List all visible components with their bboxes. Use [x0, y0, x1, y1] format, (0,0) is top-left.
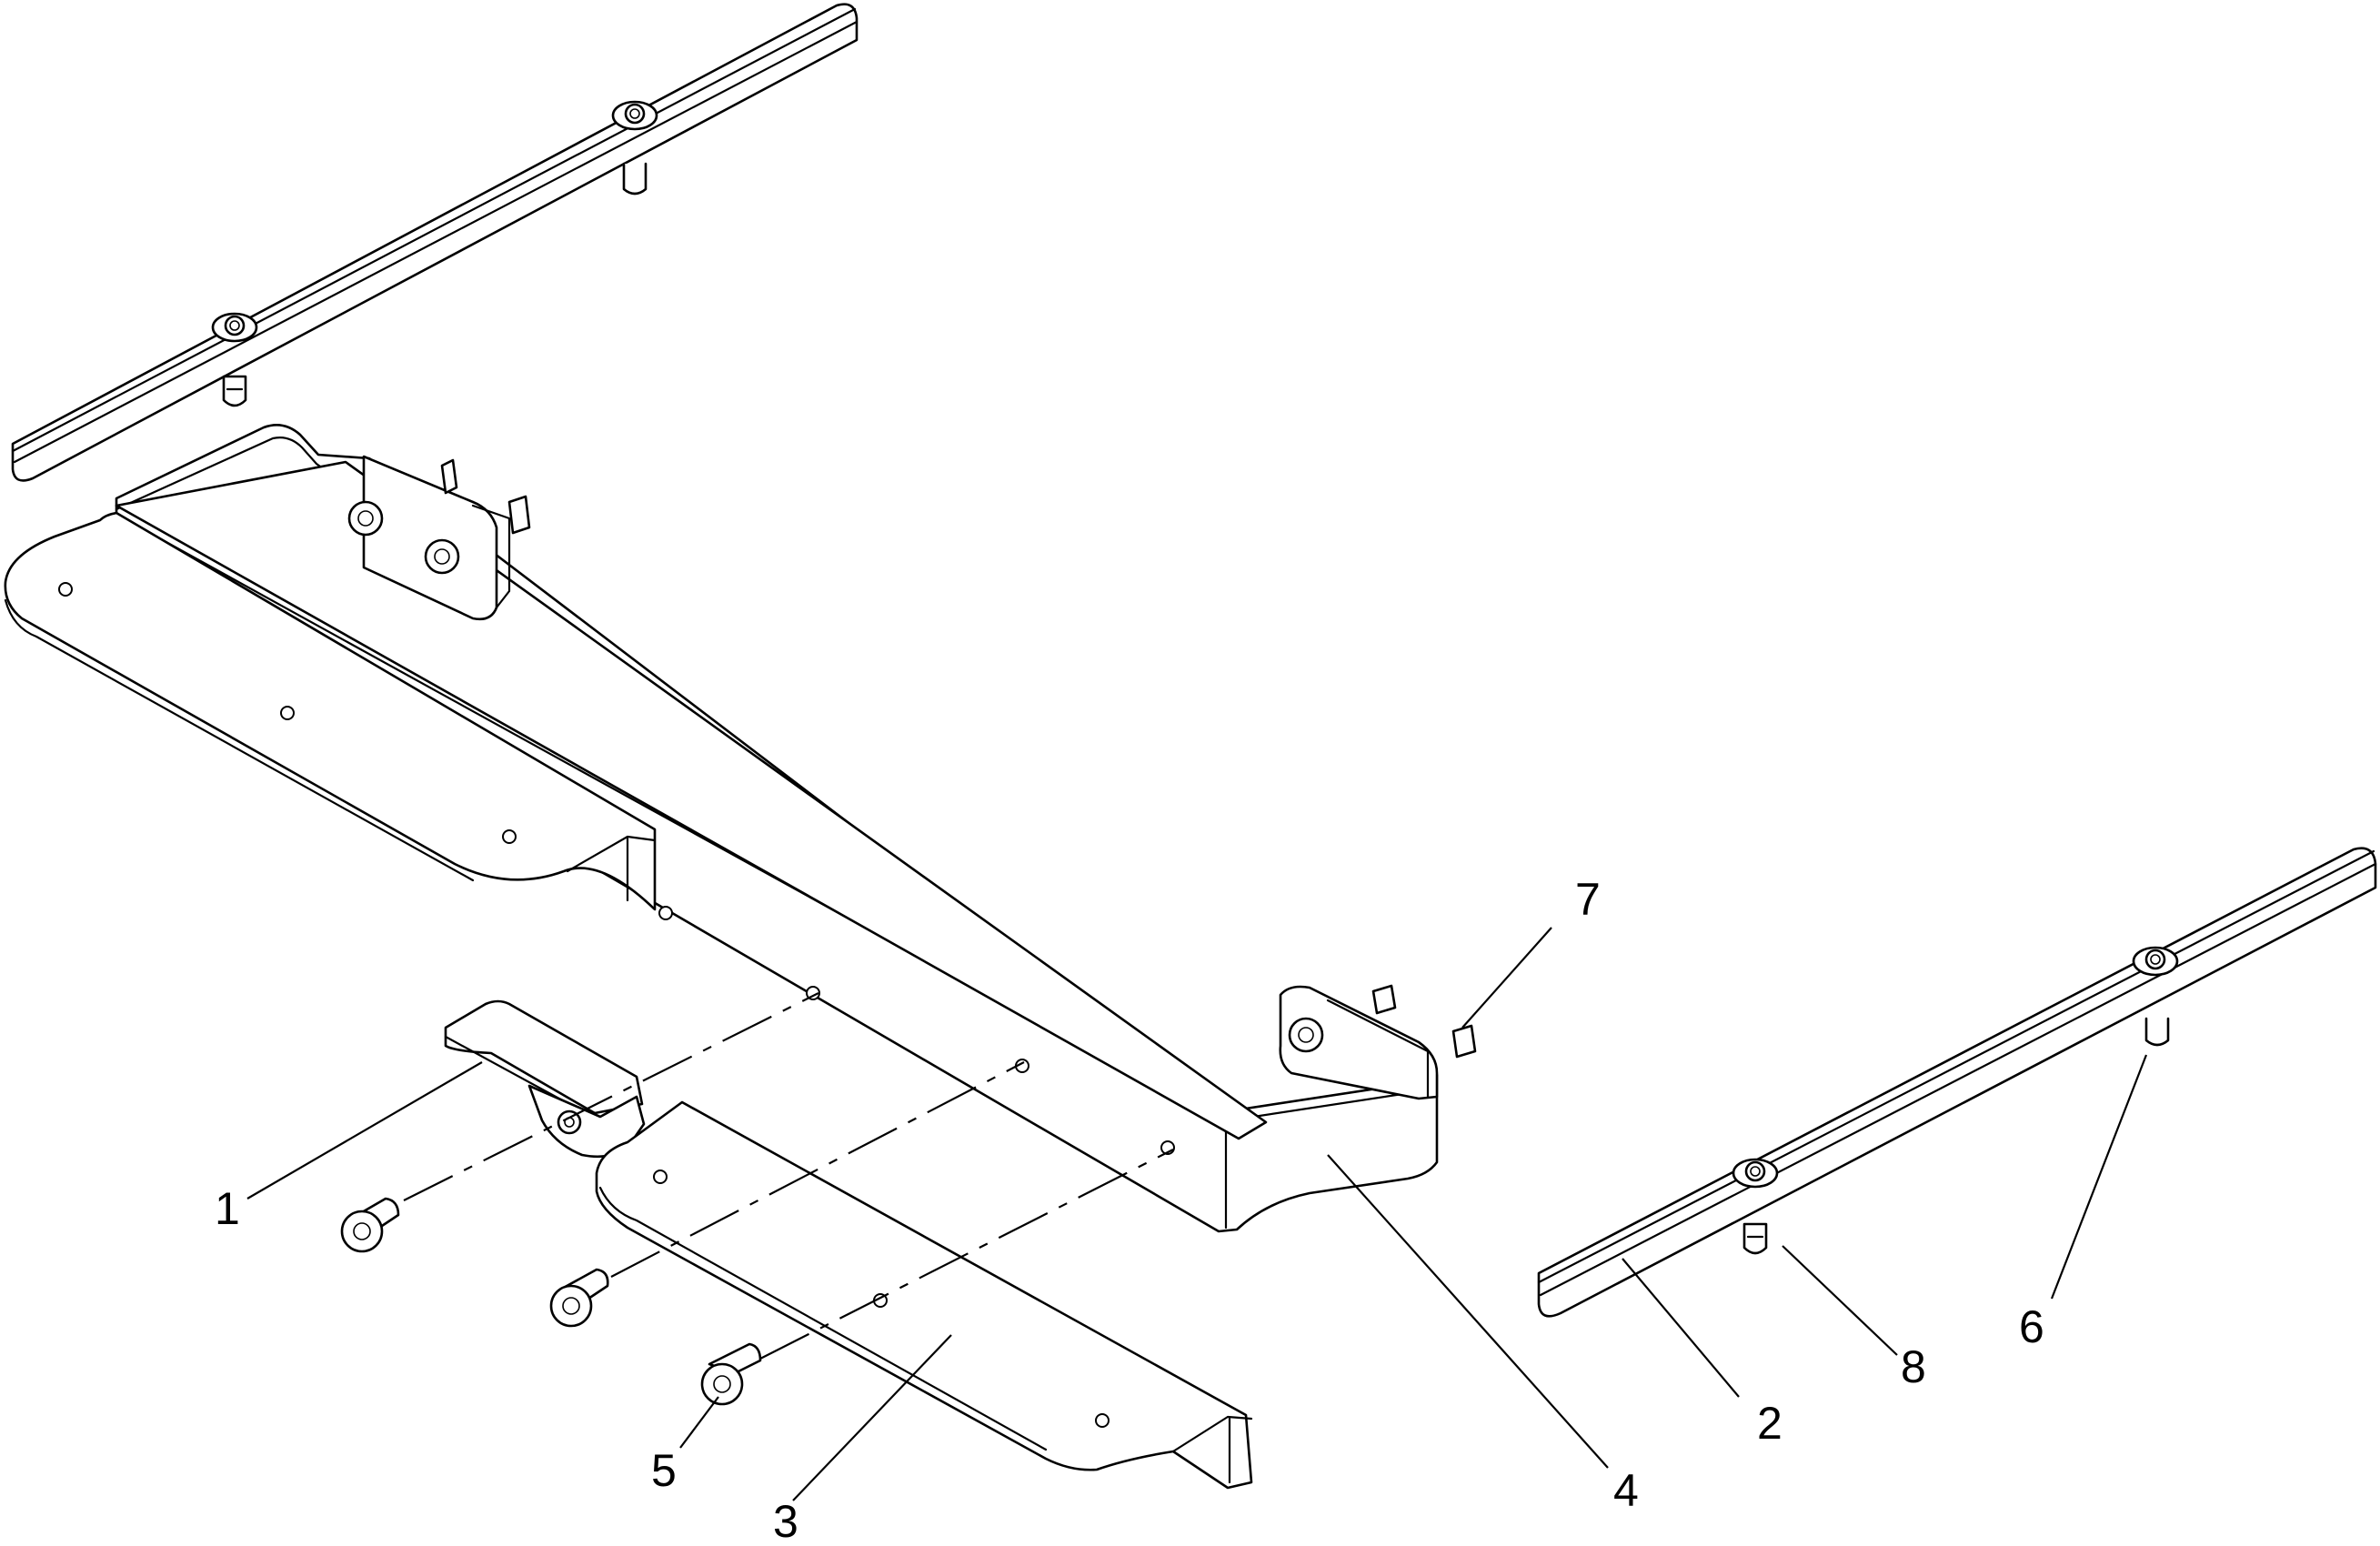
callout-3: 3 [773, 1496, 798, 1546]
rail-upper-left [11, 3, 859, 482]
callout-7: 7 [1575, 874, 1601, 925]
assembly-centerlines [403, 992, 1174, 1360]
callout-6: 6 [2019, 1301, 2044, 1352]
leader-4 [1327, 1154, 1609, 1469]
callouts: 1 2 3 4 5 6 7 8 [215, 874, 2044, 1546]
leader-6 [2050, 1054, 2148, 1300]
callout-8: 8 [1901, 1341, 1926, 1392]
rail-lower-right [1537, 847, 2377, 1318]
leader-2 [1622, 1258, 1740, 1398]
leader-7 [1461, 927, 1552, 1029]
callout-2: 2 [1757, 1398, 1782, 1449]
leader-3 [792, 1334, 952, 1501]
bolts [340, 1197, 762, 1406]
leader-lines [246, 927, 2148, 1501]
leader-1 [246, 1061, 483, 1200]
callout-1: 1 [215, 1183, 240, 1234]
leader-8 [1782, 1245, 1898, 1356]
leader-5 [679, 1396, 719, 1449]
callout-4: 4 [1613, 1465, 1639, 1516]
small-bracket [444, 999, 646, 1159]
callout-5: 5 [651, 1445, 677, 1496]
main-frame [4, 424, 1477, 1233]
lower-bracket-plate [595, 1100, 1253, 1490]
